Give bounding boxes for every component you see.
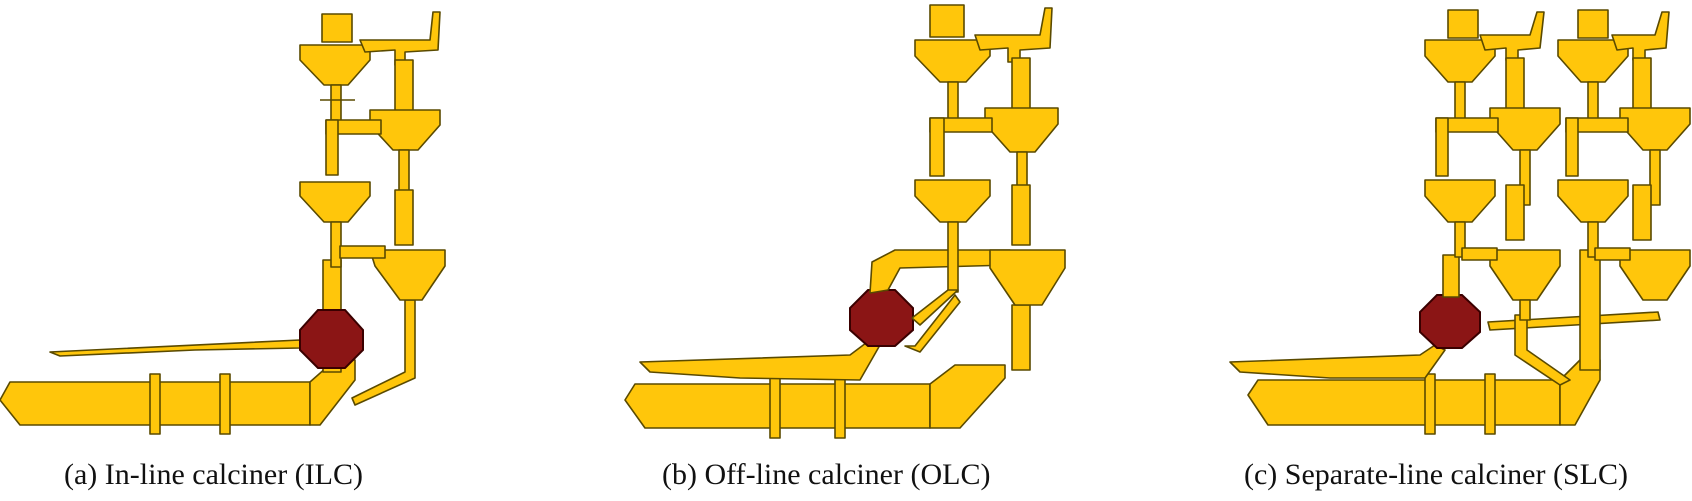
caption-a: (a) In-line calciner (ILC) — [64, 458, 363, 491]
panel-a-calciner — [299, 309, 364, 369]
panel-a-cyclone-stage3 — [299, 181, 371, 223]
panel-c-left-string — [1424, 9, 1561, 321]
panel-a-duct-3 — [394, 189, 414, 246]
panel-a-tertiary-air-duct — [49, 339, 301, 357]
panel-c-tertiary-air-duct — [1229, 344, 1446, 379]
panel-b-riser — [869, 249, 1011, 294]
panel-b-calciner-outlet — [904, 294, 961, 353]
panel-c-kiln — [1247, 359, 1601, 435]
panel-b-cyclone-stage4 — [989, 249, 1066, 306]
caption-b: (b) Off-line calciner (OLC) — [662, 458, 991, 491]
panel-a-kiln — [0, 359, 356, 435]
panel-a-ilc — [0, 11, 446, 435]
panel-a-cyclone-stage1 — [299, 11, 441, 131]
panel-b-tertiary-air-duct — [639, 339, 881, 381]
panel-b-olc — [624, 4, 1066, 439]
panel-c-calciner — [1419, 294, 1481, 349]
panel-b-down-duct — [1011, 304, 1031, 371]
panel-c-right-riser — [1579, 249, 1601, 371]
panel-b-duct-1 — [1011, 57, 1031, 114]
panel-b-duct-3 — [1011, 184, 1031, 246]
panel-c-right-string — [1557, 9, 1691, 301]
panel-b-cyclone-stage3 — [914, 179, 991, 223]
caption-c: (c) Separate-line calciner (SLC) — [1244, 458, 1628, 491]
panel-b-calciner — [849, 289, 914, 347]
panel-b-kiln — [624, 364, 1006, 439]
panel-b-cyclone-stage1 — [914, 4, 1053, 128]
panel-c-slc — [1229, 9, 1691, 435]
panel-b-cyclone-stage2 — [984, 107, 1059, 153]
panel-a-cyclone-stage4 — [369, 249, 446, 301]
panel-c-calciner-riser — [1442, 254, 1460, 298]
panel-c-calciner-outlet — [1487, 311, 1661, 331]
panel-a-duct-1 — [394, 59, 414, 116]
